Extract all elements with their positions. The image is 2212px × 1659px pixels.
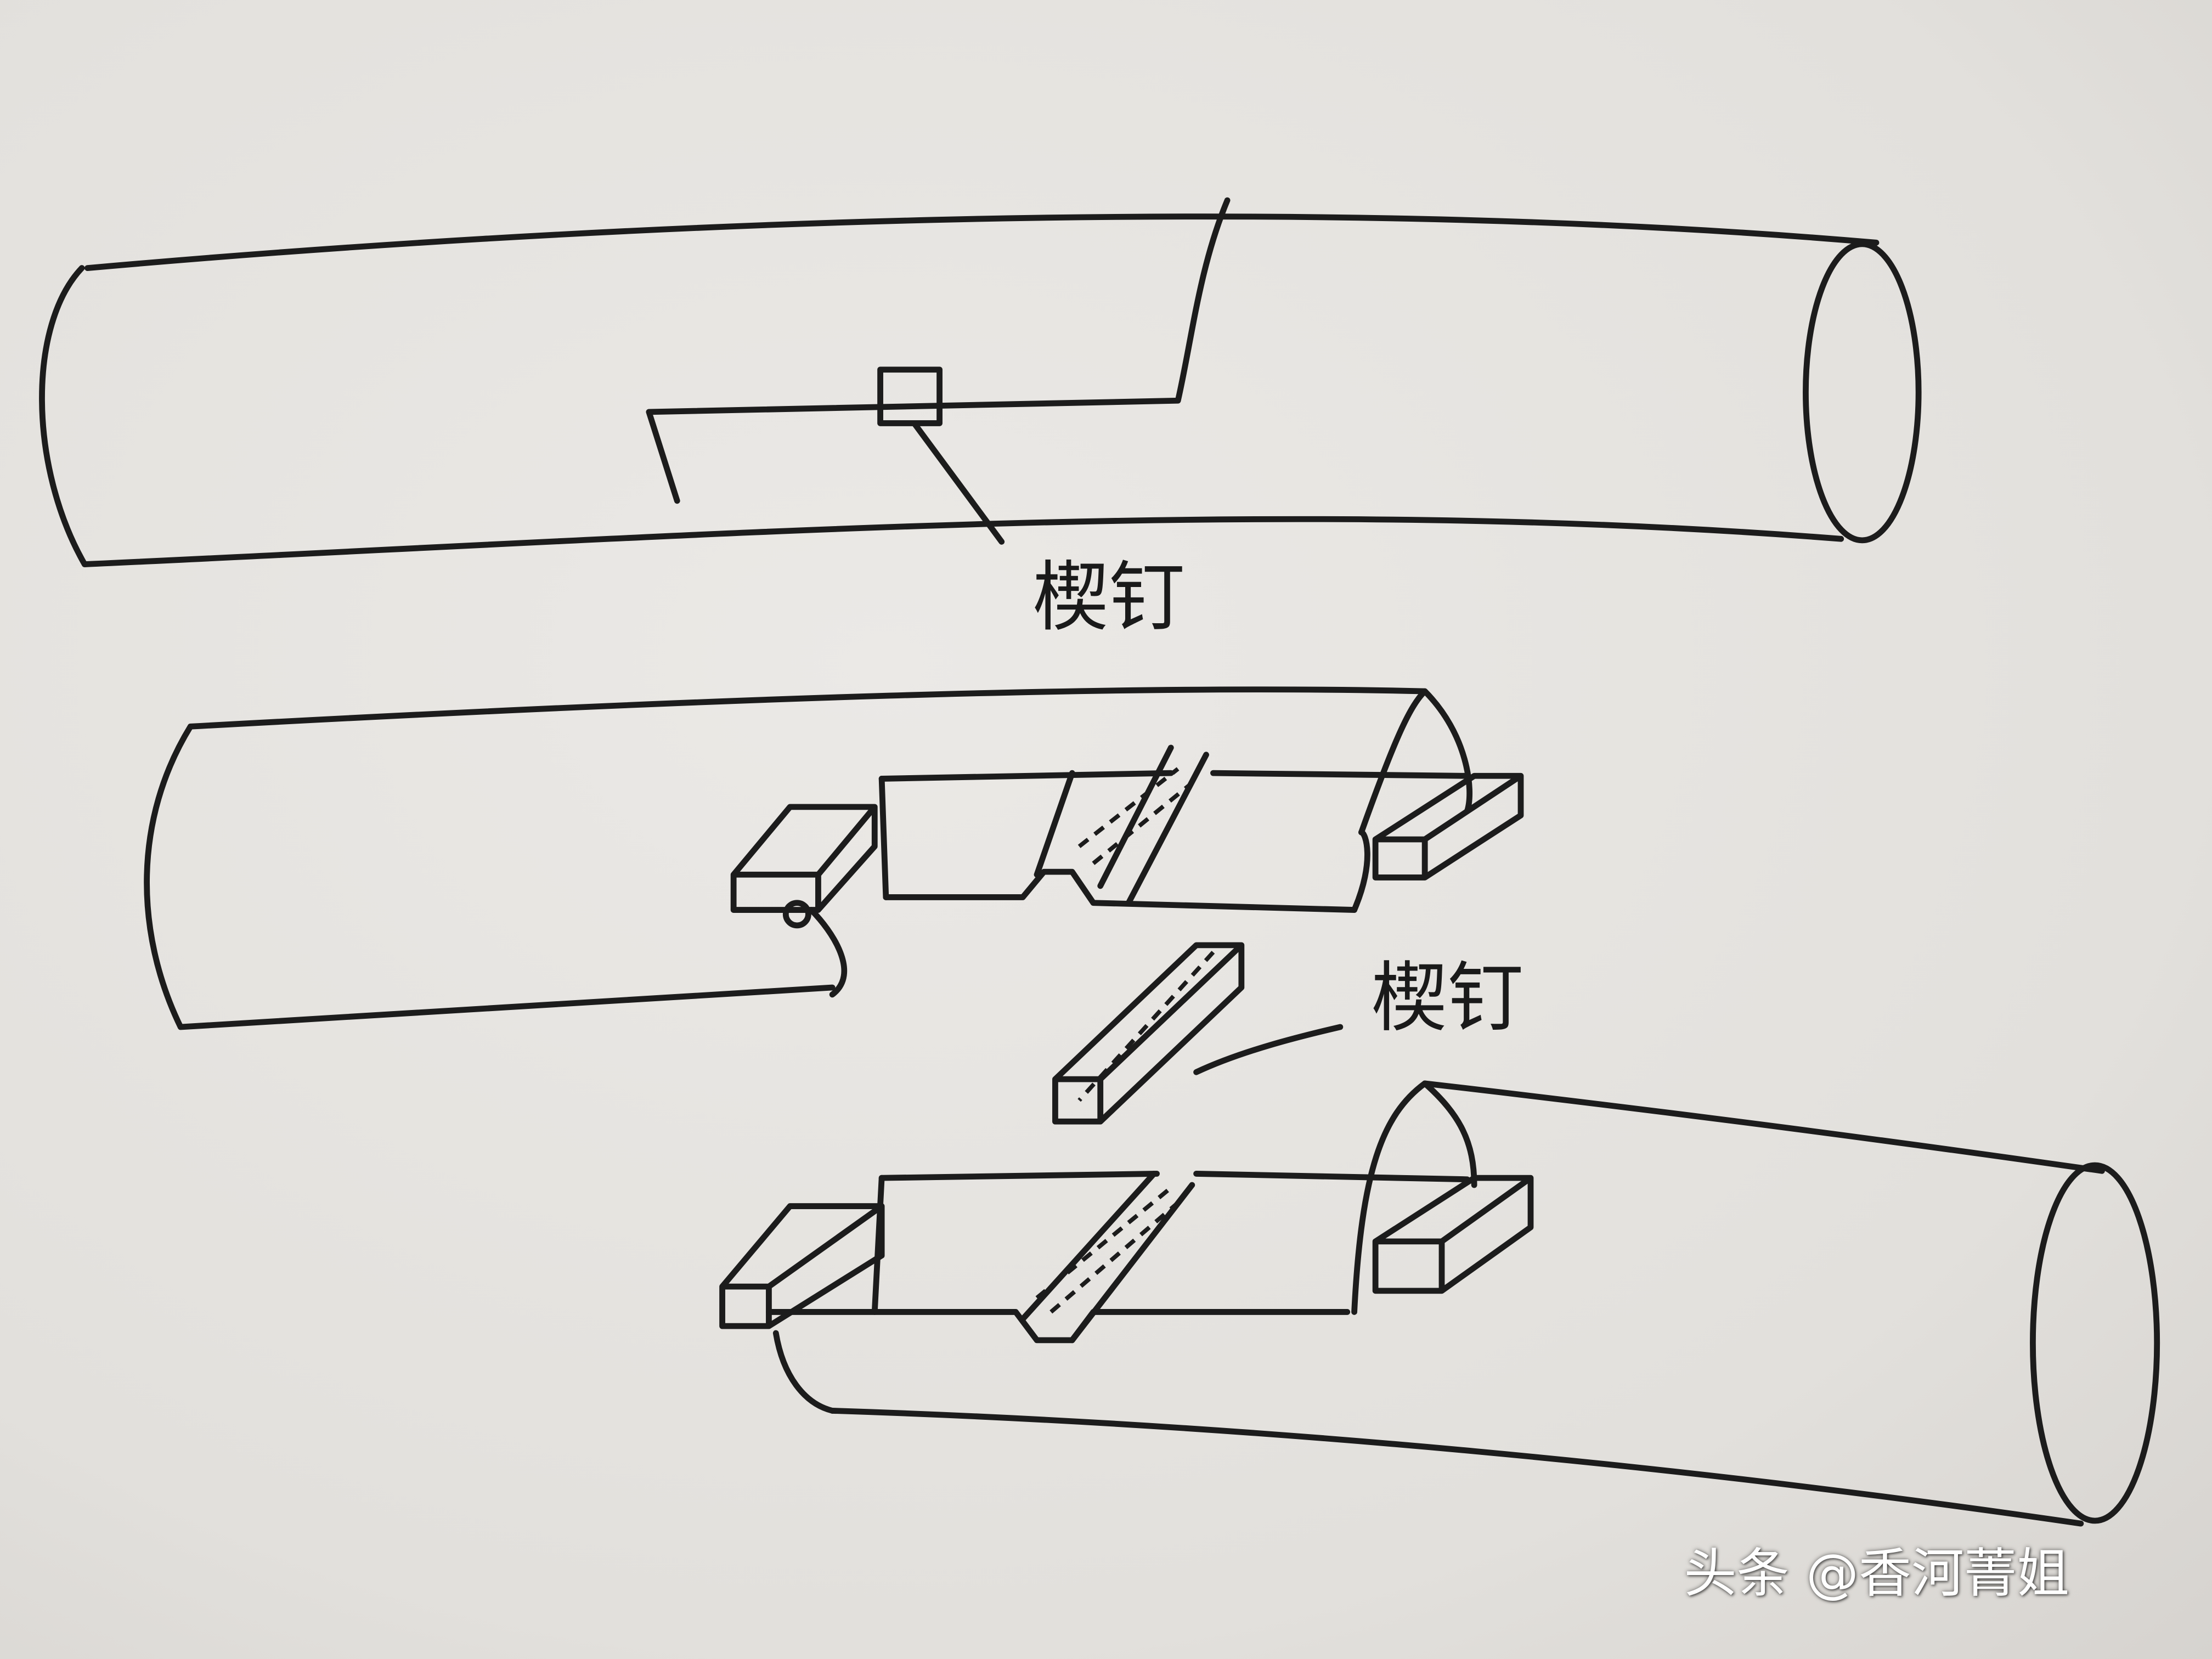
wedge-label-middle: 楔钉 [1371, 953, 1523, 1042]
leader-line [911, 420, 1005, 545]
wedge-label-top: 楔钉 [1032, 553, 1185, 642]
assembled-log: 楔钉 [39, 197, 1922, 642]
wedge-pin-square [877, 366, 943, 426]
wedge-pin: 楔钉 [1052, 942, 1523, 1125]
leader-line [1193, 1024, 1344, 1075]
left-log-piece [144, 686, 1524, 1030]
right-log-piece [719, 1080, 2160, 1527]
watermark: 头条 @香河菁姐 [1684, 1543, 2069, 1604]
